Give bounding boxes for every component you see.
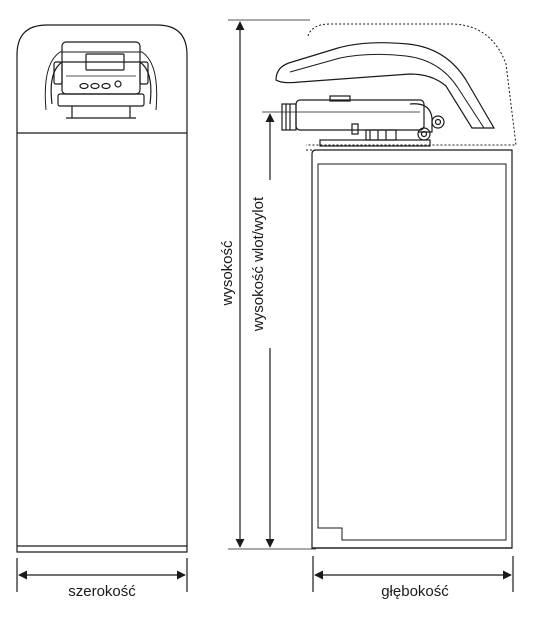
depth-dimension (312, 556, 514, 592)
depth-label: głębokość (381, 583, 449, 600)
side-view (275, 23, 517, 549)
inner-tank-outline (317, 163, 507, 541)
cabinet-body-side (311, 149, 513, 549)
width-label: szerokość (68, 583, 136, 600)
height-dimension (228, 19, 316, 550)
control-valve-head (44, 41, 158, 119)
controller-button (79, 82, 89, 90)
controller-button (90, 82, 100, 90)
width-dimension (16, 558, 188, 592)
lid-clearance-outline (306, 23, 517, 146)
front-cabinet-outline (16, 24, 188, 553)
controller-button (101, 82, 111, 90)
bypass-knob (431, 115, 445, 129)
front-view (16, 24, 188, 553)
inlet-outlet-height-label: wysokość wlot/wylot (250, 196, 267, 332)
lid (275, 42, 496, 129)
controller-knob (114, 80, 122, 88)
valve-body (295, 95, 433, 147)
height-label: wysokość (219, 240, 236, 307)
inlet-outlet-connector (281, 103, 297, 131)
controller-display (85, 53, 125, 71)
bypass-knob (417, 127, 431, 141)
